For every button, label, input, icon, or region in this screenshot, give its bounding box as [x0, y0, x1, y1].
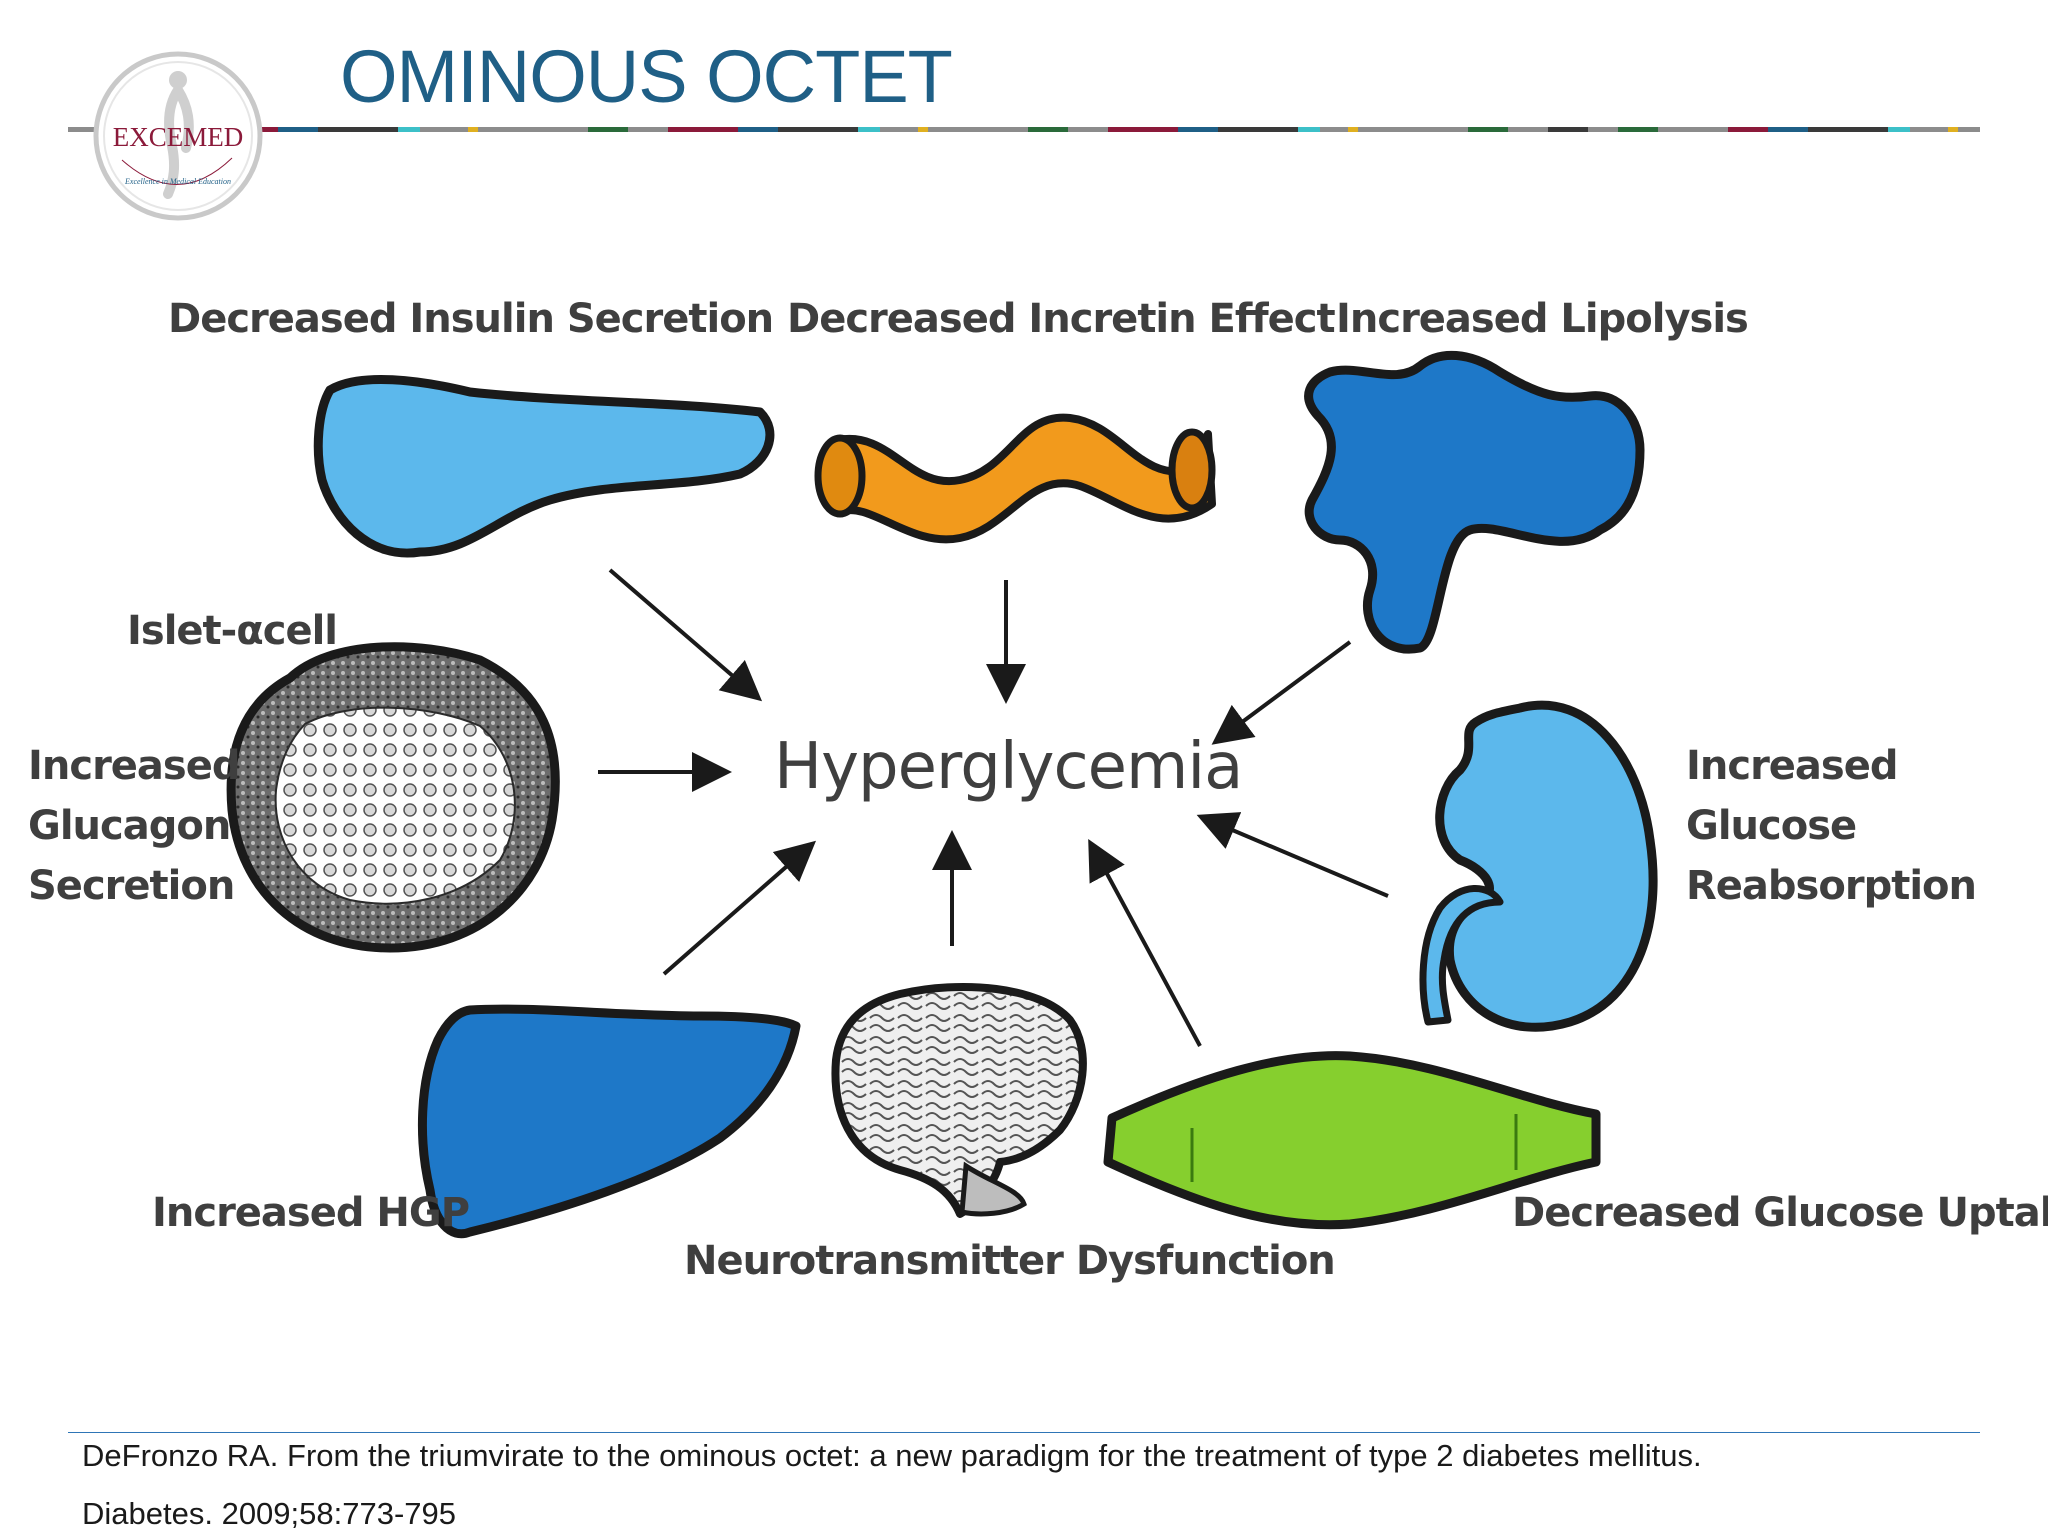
muscle-icon — [1103, 1051, 1601, 1230]
title-underline-stripe — [68, 127, 1980, 132]
pancreas-icon — [313, 375, 775, 558]
reference-divider — [68, 1432, 1980, 1433]
label-increased-hgp: Increased HGP — [152, 1190, 470, 1236]
brain-icon — [831, 983, 1087, 1218]
excemed-logo: EXCEMED Excellence in Medical Education — [93, 51, 263, 221]
arrow-reabsorption — [1196, 812, 1389, 898]
label-neurotransmitter-dysfunction: Neurotransmitter Dysfunction — [684, 1238, 1336, 1284]
arrow-insulin — [608, 568, 763, 702]
label-decreased-glucose-uptake: Decreased Glucose Uptake — [1512, 1190, 2048, 1236]
label-decreased-incretin-effect: Decreased Incretin Effect — [787, 296, 1336, 342]
arrow-hgp — [662, 840, 817, 976]
slide-title: OMINOUS OCTET — [340, 35, 953, 118]
islet-alpha-cell-icon — [226, 642, 560, 953]
label-increased-lipolysis: Increased Lipolysis — [1336, 296, 1749, 342]
arrow-lipolysis — [1211, 640, 1352, 745]
label-islet-alpha-cell: Islet-αcell — [127, 608, 338, 654]
adipose-tissue-icon — [1304, 350, 1645, 654]
arrow-uptake — [1088, 838, 1202, 1047]
liver-icon — [417, 1004, 801, 1239]
label-increased-glucose-reabsorption: Increased Glucose Reabsorption — [1686, 743, 1977, 909]
reference-line-1: DeFronzo RA. From the triumvirate to the… — [82, 1438, 1702, 1473]
reference-line-2: Diabetes. 2009;58:773-795 — [82, 1496, 457, 1531]
label-decreased-insulin-secretion: Decreased Insulin Secretion — [168, 296, 774, 342]
svg-text:Excellence in Medical Educatio: Excellence in Medical Education — [124, 177, 231, 186]
label-increased-glucagon-secretion: Increased Glucagon Secretion — [28, 743, 240, 909]
hyperglycemia-label: Hyperglycemia — [774, 730, 1243, 804]
intestine-icon — [814, 413, 1216, 544]
svg-text:EXCEMED: EXCEMED — [113, 122, 244, 152]
kidney-icon — [1419, 700, 1658, 1032]
